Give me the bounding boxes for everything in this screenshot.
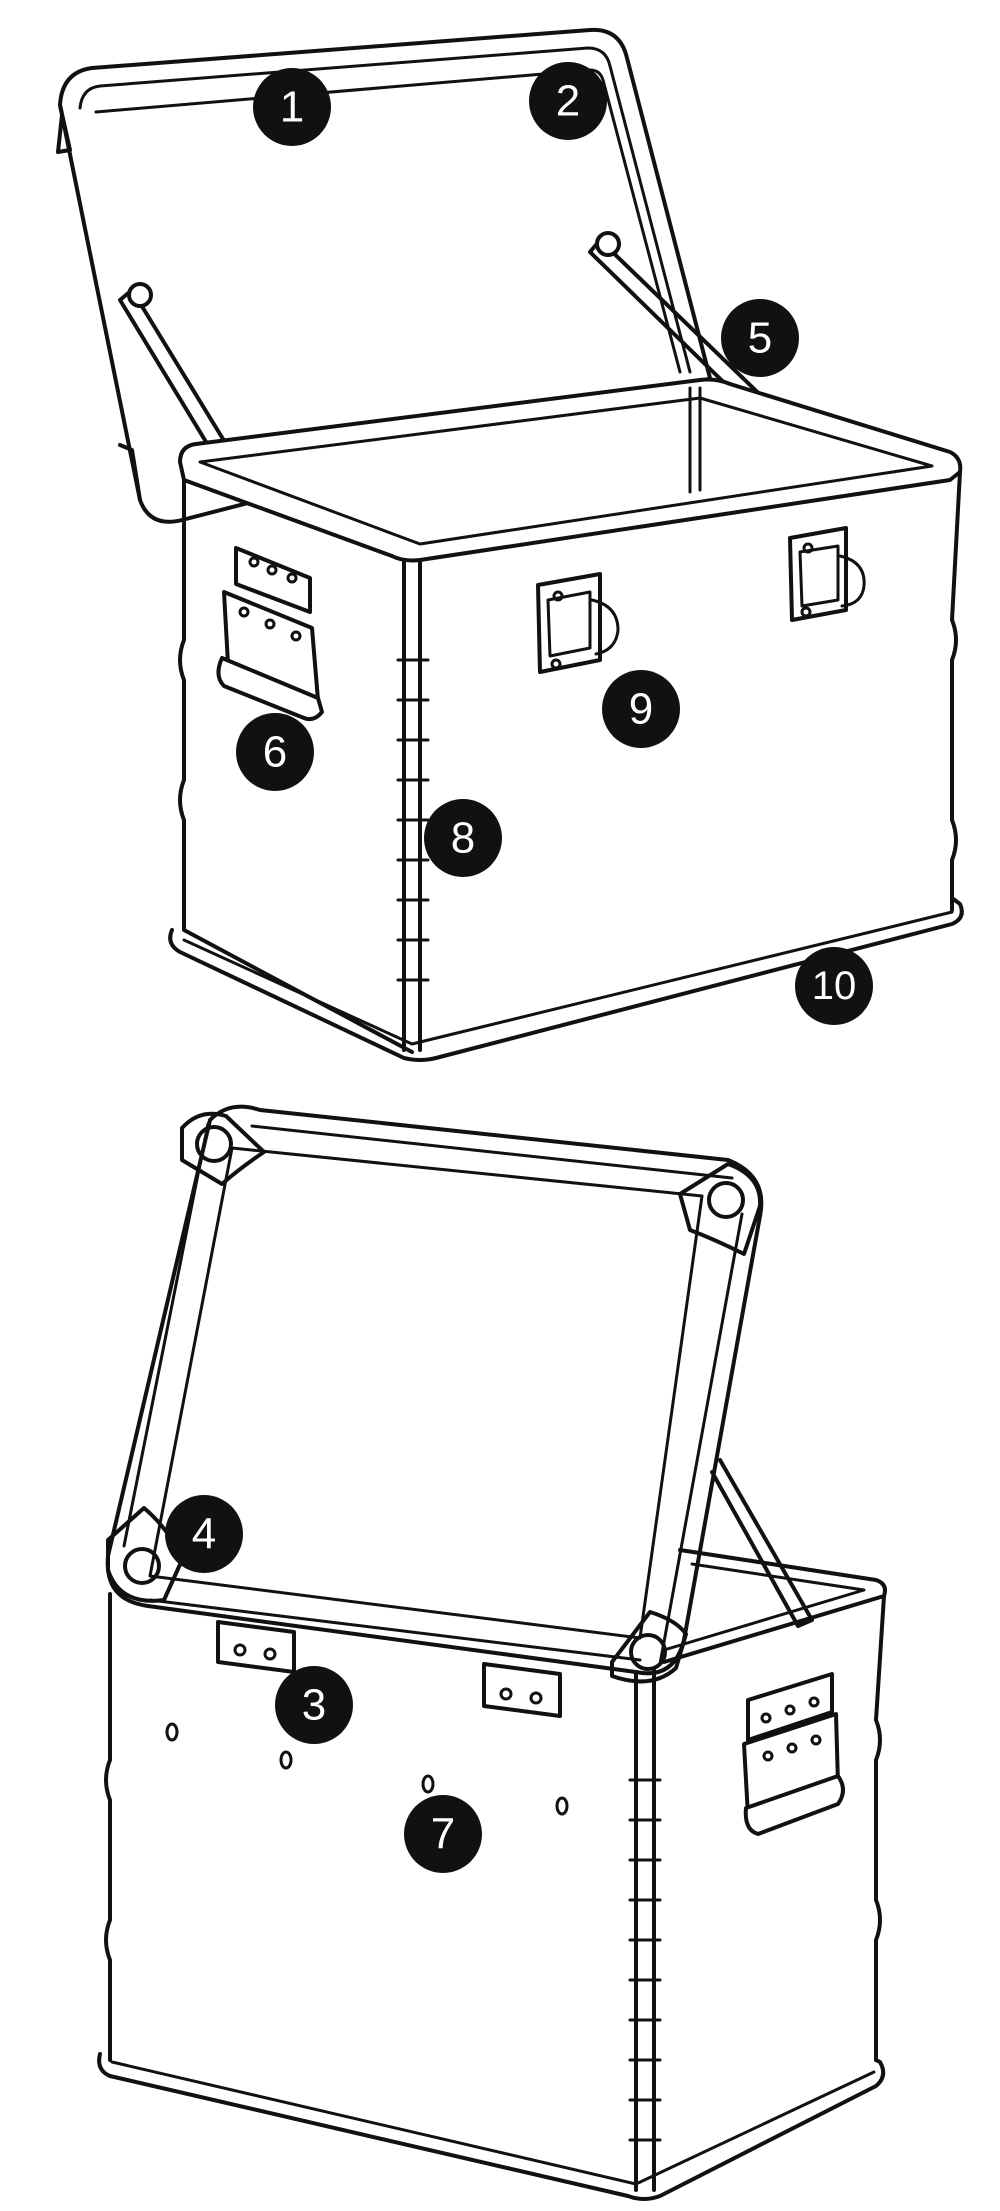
callout-8-marker bbox=[424, 799, 502, 877]
callout-4: 4 bbox=[165, 1495, 243, 1573]
callout-7-label: 7 bbox=[431, 1810, 455, 1859]
bottom-box-lid bbox=[105, 1104, 764, 1684]
callout-1-label: 1 bbox=[280, 83, 304, 132]
callout-6-marker bbox=[236, 713, 314, 791]
callout-5-marker bbox=[721, 299, 799, 377]
callout-2-label: 2 bbox=[556, 77, 580, 126]
callout-3-marker bbox=[275, 1666, 353, 1744]
bottom-box-corner-ribs bbox=[628, 1778, 662, 2142]
callout-2-marker bbox=[529, 62, 607, 140]
callout-5-label: 5 bbox=[748, 314, 772, 363]
top-box-latch-left bbox=[536, 572, 620, 674]
top-box-body bbox=[168, 377, 964, 1062]
top-box-latch-right bbox=[788, 526, 866, 622]
callout-9: 9 bbox=[602, 670, 680, 748]
callout-6-label: 6 bbox=[263, 728, 287, 777]
callout-7-marker bbox=[404, 1795, 482, 1873]
callout-10-marker bbox=[795, 947, 873, 1025]
bottom-box-illustration bbox=[97, 1104, 887, 2201]
top-box-illustration bbox=[56, 27, 964, 1062]
callout-10: 10 bbox=[795, 947, 873, 1025]
top-box-side-handle bbox=[216, 546, 324, 722]
bottom-box-hinge-left bbox=[216, 1620, 296, 1674]
callout-8-label: 8 bbox=[451, 814, 475, 863]
callout-8: 8 bbox=[424, 799, 502, 877]
callout-2: 2 bbox=[529, 62, 607, 140]
bottom-box-rivet-holes bbox=[165, 1722, 569, 1816]
callout-1: 1 bbox=[253, 68, 331, 146]
callout-4-marker bbox=[165, 1495, 243, 1573]
callout-3-label: 3 bbox=[302, 1681, 326, 1730]
bottom-box-side-handle bbox=[742, 1672, 845, 1836]
callout-4-label: 4 bbox=[192, 1510, 216, 1559]
bottom-box-hinge-right bbox=[482, 1662, 562, 1718]
callout-6: 6 bbox=[236, 713, 314, 791]
callout-3: 3 bbox=[275, 1666, 353, 1744]
callout-1-marker bbox=[253, 68, 331, 146]
callout-10-label: 10 bbox=[812, 964, 857, 1008]
callout-5: 5 bbox=[721, 299, 799, 377]
callout-7: 7 bbox=[404, 1795, 482, 1873]
top-box-corner-ribs bbox=[396, 658, 430, 982]
bottom-box-lid-stay bbox=[710, 1458, 814, 1628]
bottom-box-body bbox=[97, 1548, 887, 2201]
callout-9-marker bbox=[602, 670, 680, 748]
callout-9-label: 9 bbox=[629, 685, 653, 734]
